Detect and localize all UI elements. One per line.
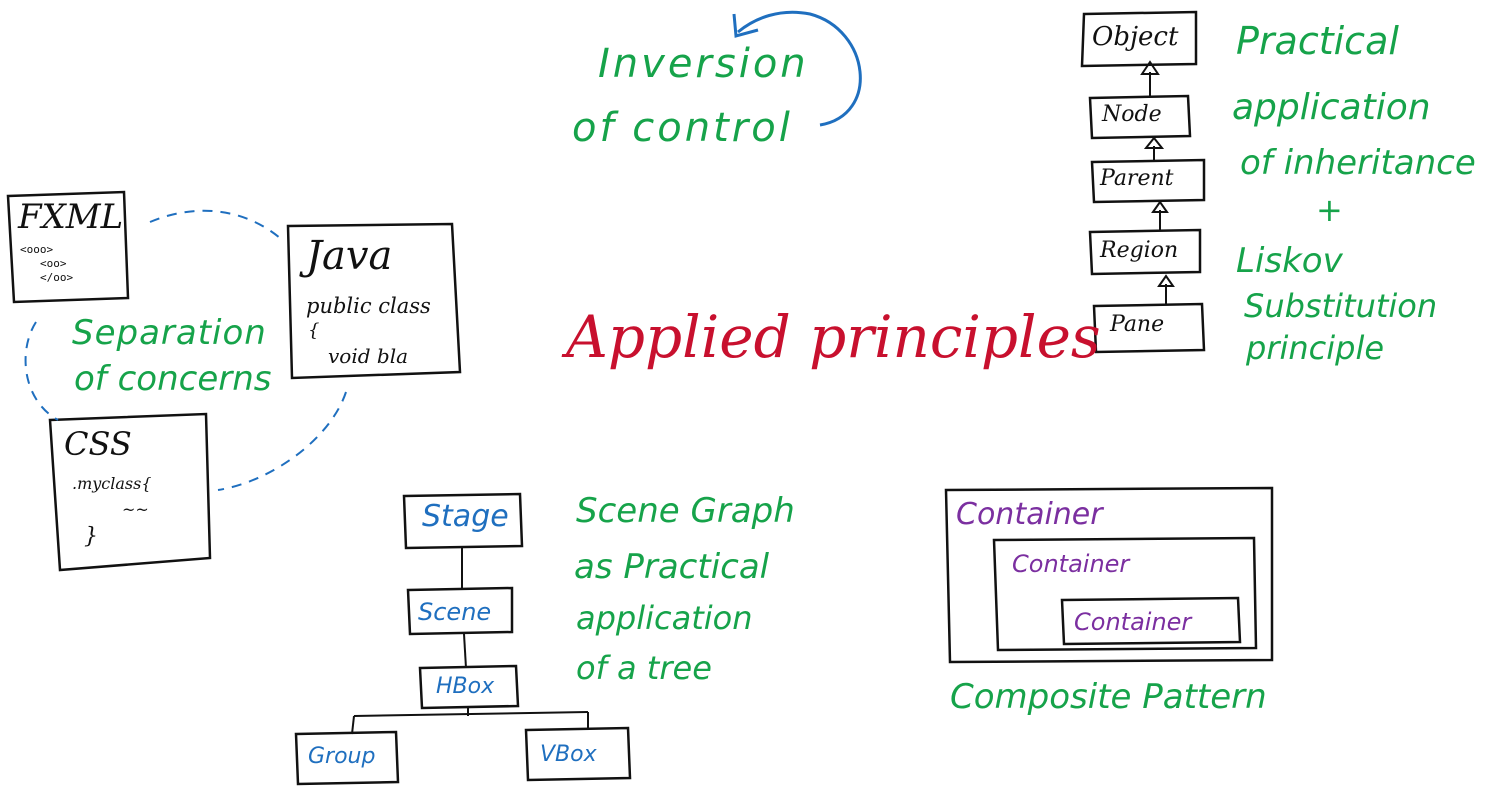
node-stage: Stage bbox=[422, 499, 509, 534]
fxml-title: FXML bbox=[18, 197, 124, 237]
class-region: Region bbox=[1100, 238, 1179, 263]
scene-graph-text: application bbox=[576, 599, 753, 637]
fxml-line: </oo> bbox=[40, 271, 74, 284]
separation-label-line1: Separation bbox=[72, 313, 267, 353]
box-vbox bbox=[524, 726, 632, 782]
java-line2: { bbox=[308, 320, 320, 341]
dashed-java-css bbox=[217, 391, 347, 491]
java-line3: void bla bbox=[328, 344, 409, 368]
container-label-outer: Container bbox=[956, 497, 1103, 532]
inversion-label-line1: Inversion bbox=[598, 41, 809, 87]
inversion-arrow bbox=[737, 10, 862, 127]
fxml-line: <ooo> bbox=[20, 243, 54, 256]
class-pane: Pane bbox=[1110, 312, 1165, 337]
inheritance-text: application bbox=[1232, 87, 1431, 128]
fxml-line: <oo> bbox=[40, 257, 67, 270]
css-line3: } bbox=[84, 524, 98, 549]
css-line2: ~~ bbox=[122, 500, 149, 519]
box-hbox bbox=[418, 664, 520, 710]
composite-pattern-label: Composite Pattern bbox=[950, 677, 1267, 717]
java-title: Java bbox=[306, 233, 393, 279]
inheritance-text: Practical bbox=[1236, 19, 1399, 63]
scene-graph-text: of a tree bbox=[576, 649, 712, 687]
node-vbox: VBox bbox=[540, 742, 597, 767]
box-object bbox=[1080, 10, 1198, 68]
node-scene: Scene bbox=[418, 598, 492, 626]
separation-label-line2: of concerns bbox=[74, 359, 272, 399]
container-label-inner: Container bbox=[1074, 608, 1192, 636]
css-title: CSS bbox=[64, 425, 132, 463]
class-parent: Parent bbox=[1100, 166, 1174, 191]
box-node bbox=[1088, 94, 1192, 140]
container-inner-box bbox=[1060, 596, 1242, 646]
container-outer-box bbox=[944, 486, 1274, 664]
scene-graph-text: Scene Graph bbox=[576, 491, 795, 531]
tree-connectors bbox=[351, 548, 589, 735]
box-pane bbox=[1092, 302, 1206, 354]
fxml-box bbox=[6, 190, 130, 304]
inversion-arrowhead bbox=[732, 13, 759, 38]
inheritance-text: Substitution bbox=[1244, 287, 1438, 325]
box-region bbox=[1088, 228, 1202, 276]
box-group bbox=[294, 730, 400, 786]
container-label-middle: Container bbox=[1012, 550, 1130, 578]
inheritance-arrows bbox=[1140, 60, 1175, 304]
class-node: Node bbox=[1102, 102, 1162, 127]
inheritance-text: principle bbox=[1246, 329, 1385, 367]
dashed-fxml-java bbox=[149, 209, 281, 239]
box-parent bbox=[1090, 158, 1206, 204]
css-box bbox=[48, 412, 212, 572]
box-scene bbox=[406, 586, 514, 636]
java-line1: public class bbox=[306, 294, 431, 318]
node-hbox: HBox bbox=[436, 674, 495, 699]
inheritance-text: Liskov bbox=[1236, 241, 1343, 281]
css-line1: .myclass{ bbox=[72, 474, 152, 493]
inheritance-text: of inheritance bbox=[1240, 143, 1476, 183]
inheritance-text: + bbox=[1316, 191, 1343, 229]
java-box bbox=[286, 222, 462, 380]
inversion-label-line2: of control bbox=[572, 105, 793, 151]
scene-graph-text: as Practical bbox=[574, 547, 770, 587]
dashed-fxml-css bbox=[24, 321, 59, 421]
class-object: Object bbox=[1092, 22, 1179, 52]
node-group: Group bbox=[308, 744, 376, 769]
container-middle-box bbox=[992, 536, 1258, 652]
box-stage bbox=[402, 492, 524, 550]
main-title: Applied principles bbox=[566, 303, 1101, 371]
